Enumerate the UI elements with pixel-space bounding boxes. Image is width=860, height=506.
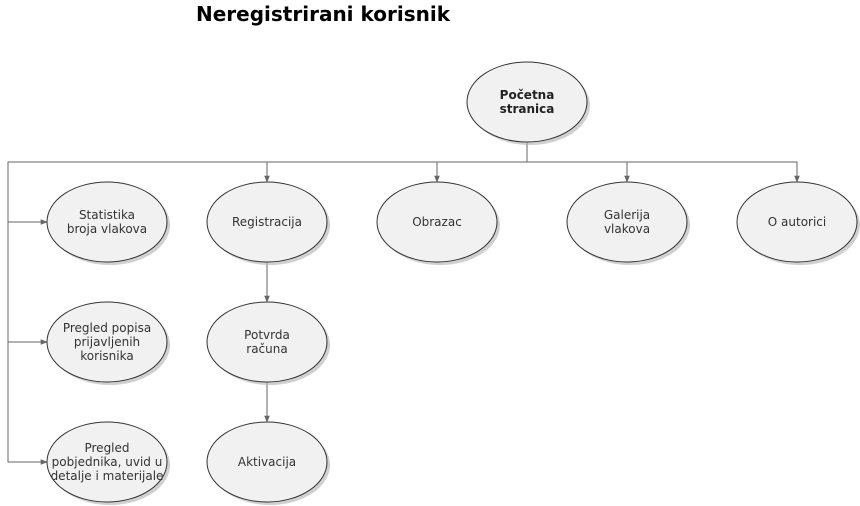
node-aktivacija[interactable]: Aktivacija (206, 421, 330, 505)
node-potvrda-label-line: računa (246, 342, 287, 356)
node-registracija-shape (206, 181, 328, 263)
node-potvrda-shape (206, 301, 328, 383)
edges (7, 142, 800, 465)
node-pregled_popisa-shape (46, 301, 168, 383)
node-pregled_pobjednika-shape (46, 421, 168, 503)
node-root-label-line: Početna (500, 88, 555, 102)
node-galerija-shape (566, 181, 688, 263)
node-pregled_pobjednika-label-line: pobjednika, uvid u (52, 455, 163, 469)
node-galerija-label-line: Galerija (604, 208, 650, 222)
node-pregled_pobjednika-label-line: detalje i materijale (51, 469, 164, 483)
node-pregled_popisa-label-line: prijavljenih (74, 335, 140, 349)
node-aktivacija-label-line: Aktivacija (238, 455, 296, 469)
node-o_autorici[interactable]: O autorici (736, 181, 860, 265)
node-registracija[interactable]: Registracija (206, 181, 330, 265)
node-pregled_pobjednika-label-line: Pregled (84, 441, 129, 455)
node-obrazac-label-line: Obrazac (412, 215, 462, 229)
node-pregled_popisa-label-line: korisnika (80, 349, 133, 363)
node-aktivacija-shape (206, 421, 328, 503)
node-statistika-shape (46, 181, 168, 263)
node-obrazac-shape (376, 181, 498, 263)
node-root-label-line: stranica (500, 102, 555, 116)
edge-root-to-o_autorici (526, 142, 800, 183)
node-o_autorici-shape (736, 181, 858, 263)
node-galerija-label-line: vlakova (604, 222, 650, 236)
node-statistika-label-line: broja vlakova (67, 222, 147, 236)
node-registracija-label-line: Registracija (232, 215, 302, 229)
node-potvrda-label-line: Potvrda (244, 328, 290, 342)
node-statistika-label-line: Statistika (79, 208, 135, 222)
edge-root-to-pregled_pobjednika (7, 142, 528, 465)
node-pregled_popisa-label-line: Pregled popisa (63, 321, 151, 335)
diagram-title: Neregistrirani korisnik (196, 2, 451, 26)
node-o_autorici-label-line: O autorici (768, 215, 826, 229)
node-obrazac[interactable]: Obrazac (376, 181, 500, 265)
node-root-shape (466, 61, 588, 143)
